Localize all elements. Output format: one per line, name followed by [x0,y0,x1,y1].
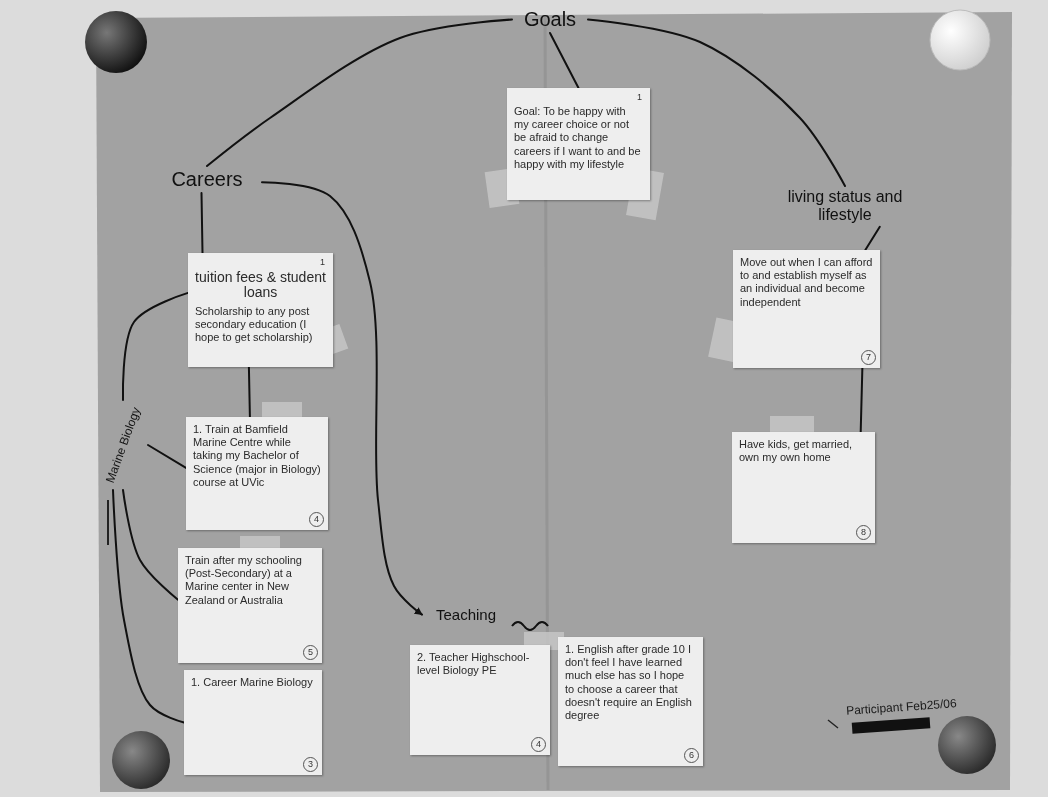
paperclip-mark [107,500,109,545]
heading-node: Careers [152,166,262,193]
callout-number: 1 [633,91,646,104]
note-text: tuition fees & student loans [195,270,326,301]
bracket-label: Marine Biology [98,400,148,490]
heading-node: Teaching [422,604,510,625]
sticky-note: 1. Train at Bamfield Marine Centre while… [186,417,328,530]
note-text: Scholarship to any post secondary educat… [195,305,326,345]
push-pin [85,11,147,73]
callout-number: 5 [303,645,318,660]
callout-number: 3 [303,757,318,772]
push-pin [938,716,996,774]
note-text: Train after my schooling (Post-Secondary… [185,554,315,607]
note-text: Teaching [426,606,506,623]
paper-sheet [96,12,1012,792]
connector-line [249,367,250,417]
connector-line [861,368,863,432]
sticky-note: 2. Teacher Highschool-level Biology PE 4 [410,645,550,755]
connector-line [123,490,178,600]
note-text: 1. Career Marine Biology [191,676,315,689]
sticky-note: 1. Career Marine Biology 3 [184,670,322,775]
push-pin [930,10,990,70]
note-text: 2. Teacher Highschool-level Biology PE [417,651,543,677]
sticky-note: tuition fees & student loansScholarship … [188,253,333,367]
redaction-bar [852,717,931,733]
pen-mark [828,720,838,728]
note-text: Careers [156,168,258,191]
connector-line [865,227,880,250]
note-text: 1. Train at Bamfield Marine Centre while… [193,423,321,489]
connector-line [202,193,203,253]
sticky-note: Train after my schooling (Post-Secondary… [178,548,322,663]
sticky-note: 1. English after grade 10 I don't feel I… [558,637,703,766]
note-text: Goal: To be happy with my career choice … [514,105,643,171]
connector-line [550,33,579,88]
sticky-note: Have kids, get married, own my own home 8 [732,432,875,543]
callout-number: 8 [856,525,871,540]
callout-number: 1 [316,256,329,269]
sticky-note: Goal: To be happy with my career choice … [507,88,650,200]
connector-line [123,293,188,400]
connector-line [207,20,512,167]
callout-number: 6 [684,748,699,763]
push-pin [112,731,170,789]
callout-number: 4 [531,737,546,752]
connector-line [113,490,184,723]
signature-note: Participant Feb25/06 [846,696,957,718]
note-text: 1. English after grade 10 I don't feel I… [565,643,696,722]
tape-strips [240,168,814,650]
callout-number: 4 [309,512,324,527]
note-text: Move out when I can afford to and establ… [740,256,873,309]
heading-node: living status and lifestyle [758,186,932,227]
note-text: living status and lifestyle [762,188,928,225]
heading-node: Goals [512,6,588,33]
callout-number: 7 [861,350,876,365]
note-text: Goals [516,8,584,31]
note-text: Marine Biology [103,405,143,484]
note-text: Have kids, get married, own my own home [739,438,868,464]
connector-line [148,445,186,468]
squiggle-mark [512,622,548,630]
sticky-note: Move out when I can afford to and establ… [733,250,880,368]
